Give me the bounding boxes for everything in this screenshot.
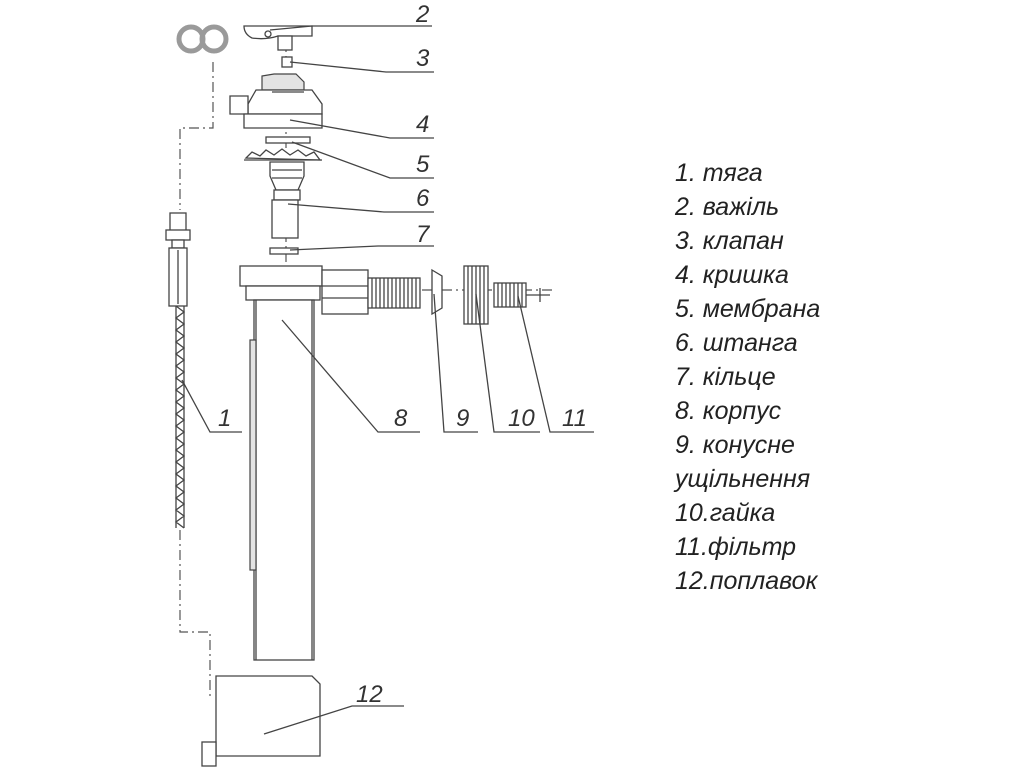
ring-part [269,247,299,255]
legend-item: 3. клапан [675,227,784,255]
legend-item: 8. корпус [675,397,782,425]
legend-item: 2. важіль [675,193,780,221]
legend-item: 6. штанга [675,329,798,357]
assembly-centerlines [179,36,555,700]
callout-5: 5 [416,151,430,178]
filter-part [493,282,550,308]
legend-item: 5. мембрана [675,295,821,323]
callout-12: 12 [356,681,383,708]
legend-item: 7. кільце [675,363,776,391]
nut-part [463,265,489,325]
body-part [239,265,421,661]
link-icon [176,24,229,54]
callout-4: 4 [416,111,429,138]
parts-legend: 1. тяга 2. важіль 3. клапан 4. кришка 5.… [675,156,820,598]
pull-rod-part [165,212,191,529]
callout-6: 6 [416,185,430,212]
leader-lines [181,25,594,735]
legend-item: 9. конусне [675,431,795,459]
legend-item: 1. тяга [675,159,763,187]
callout-7: 7 [416,221,431,248]
membrane-part [244,136,322,161]
lever-part [243,25,313,51]
legend-item: ущільнення [675,465,811,493]
legend-item: 11.фільтр [675,533,797,561]
float-part [201,675,321,767]
callout-3: 3 [416,45,430,72]
legend-item: 10.гайка [675,499,776,527]
legend-item: 12.поплавок [675,567,818,595]
stem-part [269,161,305,239]
cover-part [229,73,323,129]
callout-10: 10 [508,405,535,432]
callout-9: 9 [456,405,469,432]
callout-11: 11 [562,405,587,432]
callout-8: 8 [394,405,408,432]
cone-seal-part [431,268,443,316]
callout-2: 2 [415,1,429,28]
callout-1: 1 [218,405,231,432]
legend-item: 4. кришка [675,261,789,289]
